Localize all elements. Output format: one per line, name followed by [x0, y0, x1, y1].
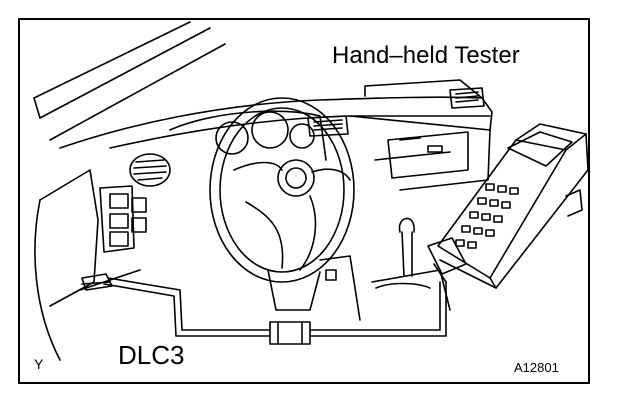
center-console	[319, 217, 451, 321]
orientation-mark: Y	[34, 356, 44, 372]
figure-code: A12801	[514, 360, 559, 375]
dashboard	[34, 79, 493, 361]
tester-label: Hand–held Tester	[332, 42, 520, 69]
windshield-pillar	[33, 21, 226, 141]
hand-held-tester-drawing	[427, 123, 588, 289]
dlc3-label: DLC3	[118, 340, 185, 370]
car-interior-illustration	[33, 21, 588, 361]
diagram-frame: Hand–held Tester DLC3 Y A12801	[18, 18, 590, 384]
steering-wheel	[209, 97, 355, 311]
connection-cable	[81, 273, 447, 345]
tester-keypad	[455, 183, 519, 249]
